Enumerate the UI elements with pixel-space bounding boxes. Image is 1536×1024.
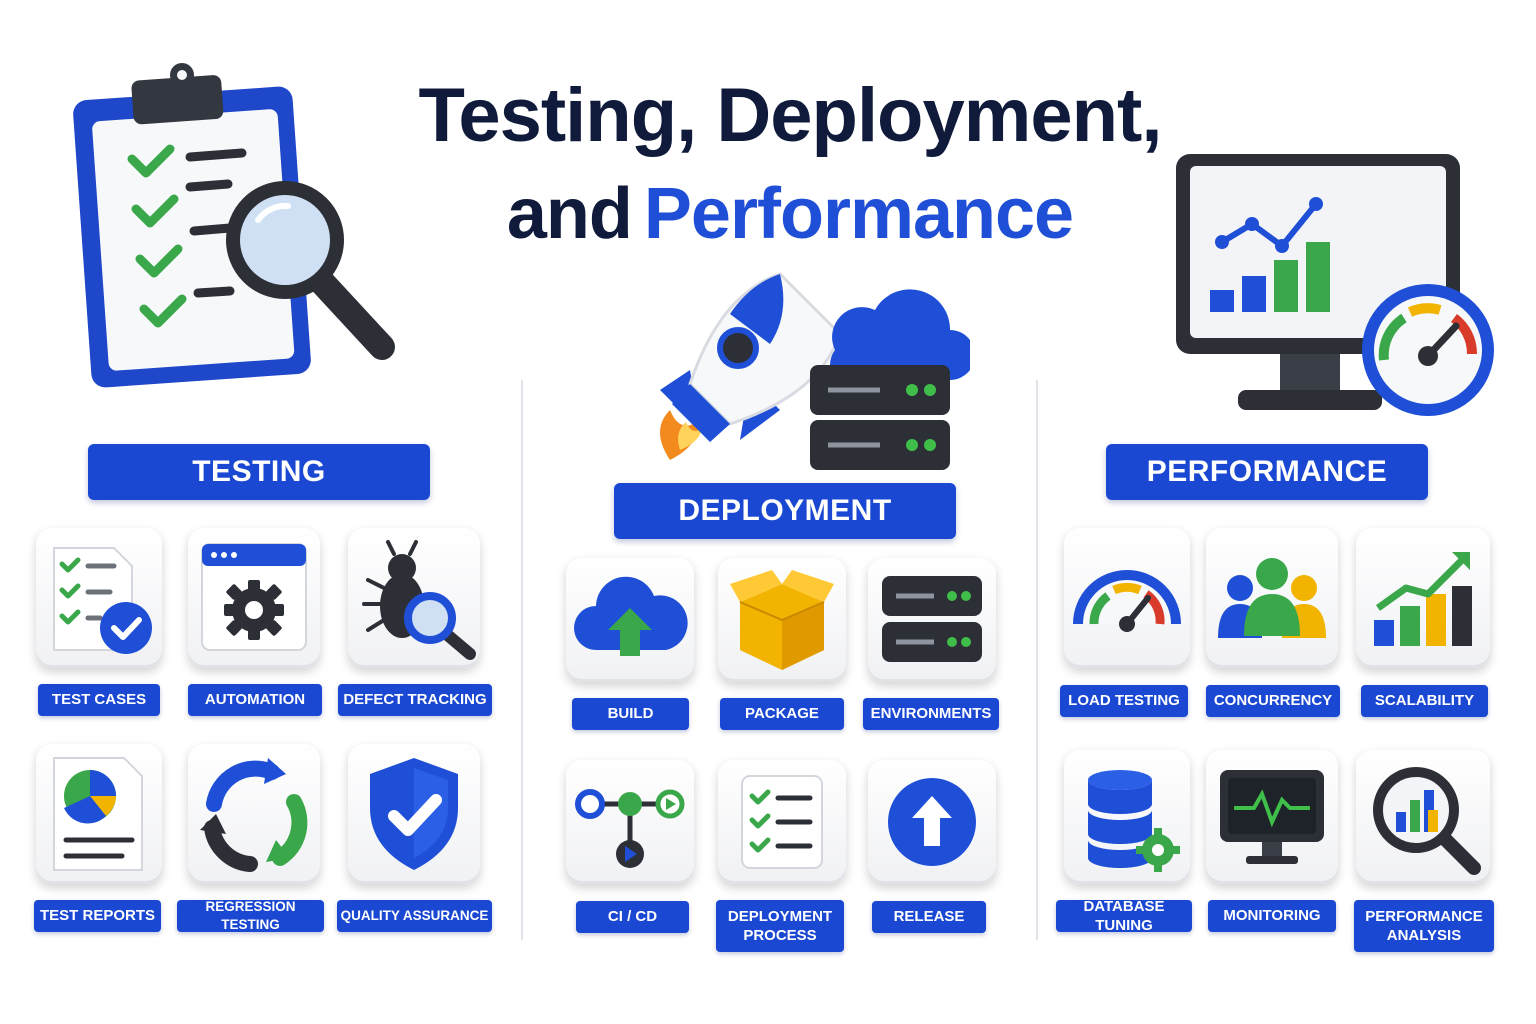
monitor-pulse-icon [1220, 770, 1324, 864]
label-quality-assurance: QUALITY ASSURANCE [337, 900, 492, 932]
tile-package[interactable] [718, 558, 846, 682]
tile-concurrency[interactable] [1206, 528, 1338, 668]
tile-defect-tracking[interactable] [348, 528, 480, 668]
browser-gear-icon [201, 543, 307, 651]
monitor-chart-gauge-icon [1176, 154, 1494, 416]
tile-build[interactable] [566, 558, 694, 682]
shield-check-icon [370, 758, 458, 870]
label-monitoring: MONITORING [1208, 900, 1336, 932]
checklist-icon [741, 775, 823, 869]
label-load-testing: LOAD TESTING [1060, 685, 1188, 717]
box-icon [730, 570, 834, 670]
label-build: BUILD [572, 698, 689, 730]
label-deployment-process: DEPLOYMENT PROCESS [716, 900, 844, 952]
section-divider [521, 380, 523, 940]
speedometer-icon [1073, 570, 1181, 632]
users-group-icon [1218, 558, 1326, 638]
label-automation: AUTOMATION [188, 684, 322, 716]
label-regression-testing: REGRESSION TESTING [177, 899, 324, 932]
tile-quality-assurance[interactable] [348, 744, 480, 884]
tile-ci-cd[interactable] [566, 760, 694, 884]
label-environments: ENVIRONMENTS [863, 698, 999, 730]
title-accent: Performance [643, 174, 1074, 254]
growth-chart-icon [1374, 552, 1472, 646]
database-gear-icon [1088, 770, 1180, 872]
label-test-cases: TEST CASES [38, 684, 160, 716]
label-package: PACKAGE [720, 698, 844, 730]
label-release: RELEASE [872, 901, 986, 933]
section-header-testing: TESTING [88, 444, 430, 500]
tile-monitoring[interactable] [1206, 750, 1338, 884]
label-database-tuning: DATABASE TUNING [1056, 898, 1192, 934]
label-performance-analysis: PERFORMANCE ANALYSIS [1354, 900, 1494, 952]
tile-scalability[interactable] [1356, 528, 1490, 668]
tile-release[interactable] [868, 760, 996, 884]
tile-deployment-process[interactable] [718, 760, 846, 884]
label-scalability: SCALABILITY [1361, 685, 1488, 717]
tile-load-testing[interactable] [1064, 528, 1190, 668]
tile-regression-testing[interactable] [188, 744, 320, 884]
label-concurrency: CONCURRENCY [1206, 685, 1340, 717]
label-ci-cd: CI / CD [576, 901, 689, 933]
tile-performance-analysis[interactable] [1356, 750, 1490, 884]
section-divider [1036, 380, 1038, 940]
bug-magnifier-icon [362, 540, 476, 660]
label-defect-tracking: DEFECT TRACKING [338, 684, 492, 716]
pipeline-icon [575, 789, 685, 868]
cloud-upload-icon [574, 576, 688, 656]
page-title-line-1: Testing, Deployment, [418, 73, 1163, 158]
tile-database-tuning[interactable] [1064, 750, 1190, 884]
up-arrow-circle-icon [888, 778, 976, 866]
title-prefix: and [506, 174, 633, 254]
rocket-cloud-server-icon [660, 272, 970, 470]
tile-test-reports[interactable] [36, 744, 162, 884]
tile-test-cases[interactable] [36, 528, 162, 668]
label-test-reports: TEST REPORTS [34, 900, 161, 932]
tile-automation[interactable] [188, 528, 320, 668]
cycle-arrows-icon [200, 758, 308, 872]
tile-environments[interactable] [868, 558, 996, 682]
section-header-performance: PERFORMANCE [1106, 444, 1428, 500]
section-header-deployment: DEPLOYMENT [614, 483, 956, 539]
magnifier-chart-icon [1373, 767, 1481, 875]
server-stack-icon [882, 576, 982, 662]
clipboard-magnifier-icon [73, 63, 395, 388]
report-pie-icon [53, 757, 143, 871]
checklist-icon [53, 547, 152, 654]
